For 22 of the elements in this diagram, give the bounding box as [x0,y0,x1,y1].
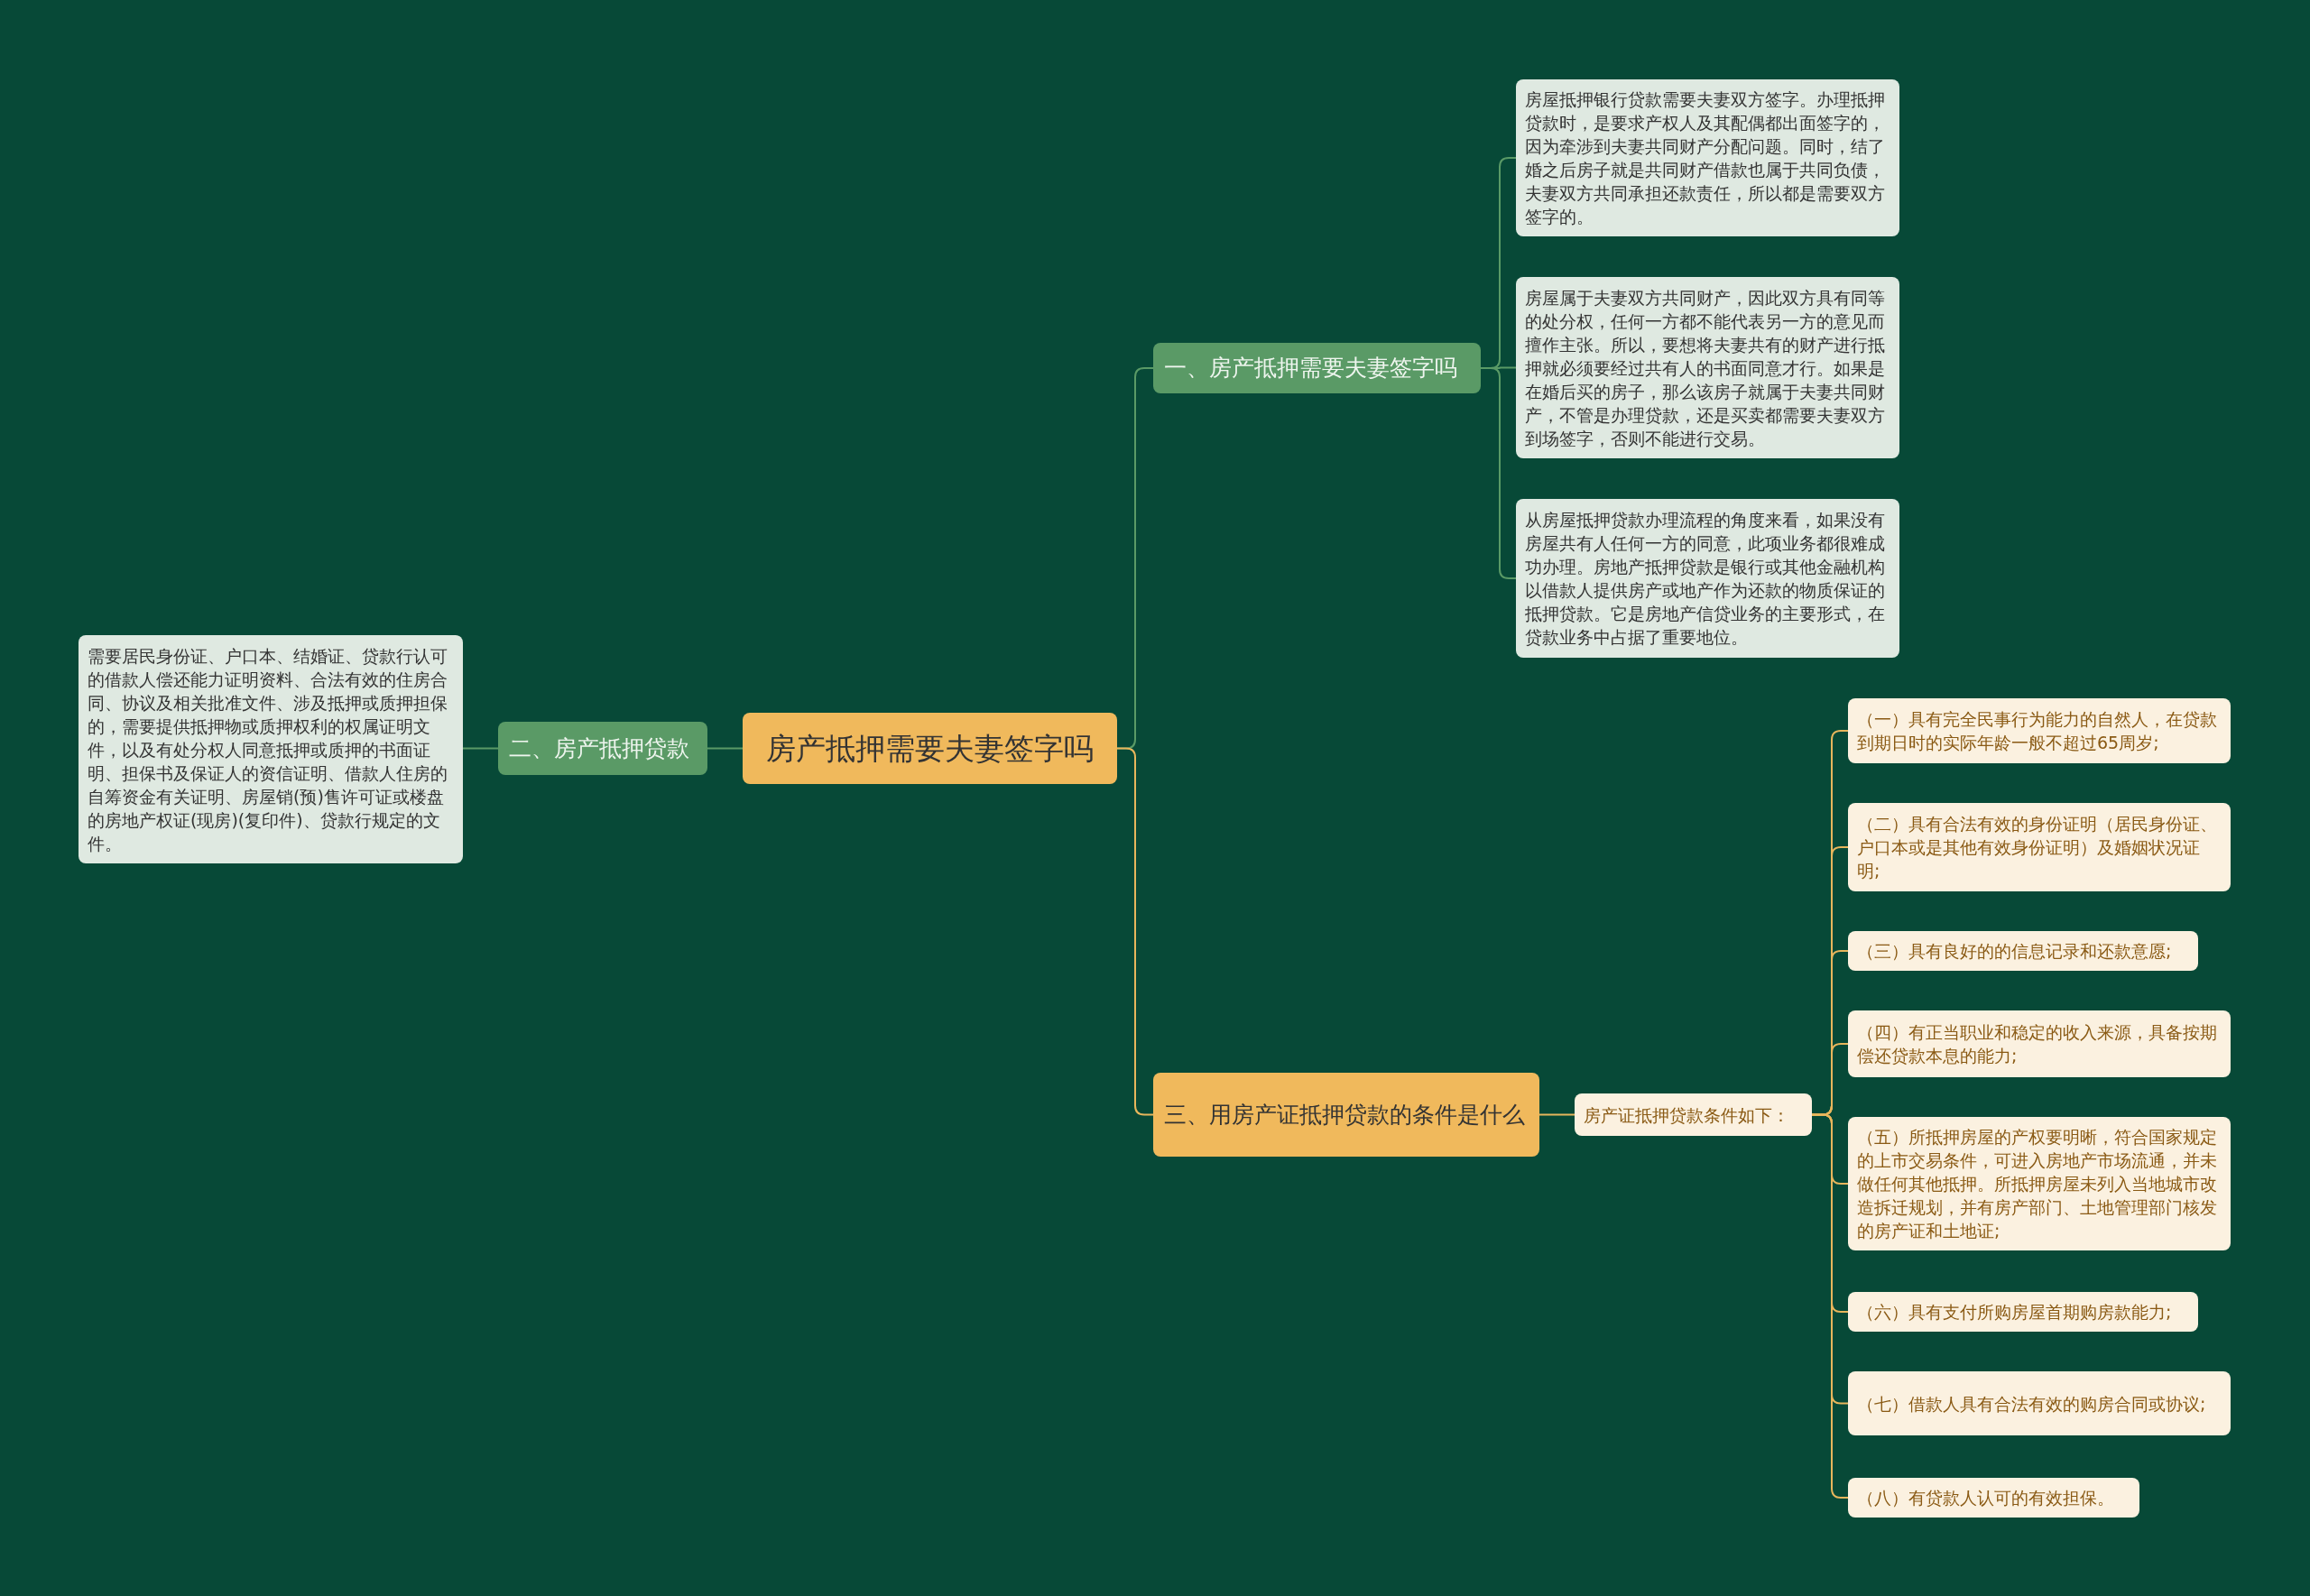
condition-box: （六）具有支付所购房屋首期购房款能力; [1848,1292,2198,1332]
condition-box: （四）有正当职业和稳定的收入来源，具备按期偿还贷款本息的能力; [1848,1010,2231,1077]
condition-box: （八）有贷款人认可的有效担保。 [1848,1478,2139,1518]
note-card: 房屋抵押银行贷款需要夫妻双方签字。办理抵押贷款时，是要求产权人及其配偶都出面签字的，因为牵涉到夫妻共同财产分配问题。同时，结了婚之后房子就是共同财产借款也属于共同负债，夫妻双方共同承担还款责任，所以都是需要双方签字的。 [1516,79,1899,236]
condition-box: （一）具有完全民事行为能力的自然人，在贷款到期日时的实际年龄一般不超过65周岁; [1848,698,2231,763]
connector-line [1116,747,1154,1116]
branch-topic: 一、房产抵押需要夫妻签字吗 [1153,343,1481,393]
condition-box: （五）所抵押房屋的产权要明晰，符合国家规定的上市交易条件，可进入房地产市场流通，并未做任何其他抵押。所抵押房屋未列入当地城市改造拆迁规划，并有房产部门、土地管理部门核发的房产证和土地证; [1848,1117,2231,1250]
condition-box: （七）借款人具有合法有效的购房合同或协议; [1848,1371,2231,1435]
branch-topic: 二、房产抵押贷款 [498,722,707,775]
connector-line [1480,367,1517,579]
note-card: 从房屋抵押贷款办理流程的角度来看，如果没有房屋共有人任何一方的同意，此项业务都很难成功办理。房地产抵押贷款是银行或其他金融机构以借款人提供房产或地产作为还款的物质保证的抵押贷款。它是房地产信贷业务的主要形式，在贷款业务中占据了重要地位。 [1516,499,1899,658]
connector-line [462,747,499,750]
branch-topic: 三、用房产证抵押贷款的条件是什么 [1153,1073,1539,1157]
connector-line [707,747,744,750]
connector-line [1538,1113,1575,1116]
note-card: 房屋属于夫妻双方共同财产，因此双方具有同等的处分权，任何一方都不能代表另一方的意见而擅作主张。所以，要想将夫妻共有的财产进行抵押就必须要经过共有人的书面同意才行。如果是在婚后买的房子，那么该房子就属于夫妻共同财产，不管是办理贷款，还是买卖都需要夫妻双方到场签字，否则不能进行交易。 [1516,277,1899,458]
subtopic-box: 房产证抵押贷款条件如下： [1575,1093,1812,1136]
condition-box: （三）具有良好的的信息记录和还款意愿; [1848,931,2198,971]
note-card: 需要居民身份证、户口本、结婚证、贷款行认可的借款人偿还能力证明资料、合法有效的住房合同、协议及相关批准文件、涉及抵押或质押担保的，需要提供抵押物或质押权利的权属证明文件，以及有处分权人同意抵押或质押的书面证明、担保书及保证人的资信证明、借款人住房的自筹资金有关证明、房屋销(预)售许可证或楼盘的房地产权证(现房)(复印件)、贷款行规定的文件。 [79,635,463,863]
condition-box: （二）具有合法有效的身份证明（居民身份证、户口本或是其他有效身份证明）及婚姻状况证明; [1848,803,2231,891]
central-topic: 房产抵押需要夫妻签字吗 [743,713,1117,784]
